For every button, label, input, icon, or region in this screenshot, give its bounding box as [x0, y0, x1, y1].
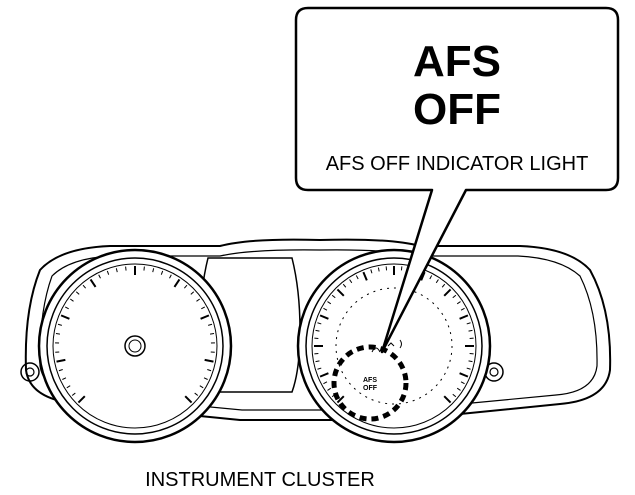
left-mount-boss: [20, 362, 40, 382]
right-gauge-tick: [342, 283, 347, 288]
right-gauge-tick: [460, 381, 465, 385]
right-gauge-tick: [435, 279, 439, 284]
left-gauge-tick: [106, 270, 110, 275]
right-gauge-tick: [468, 360, 473, 363]
right-gauge-tick: [460, 307, 465, 311]
left-gauge-tick: [62, 377, 67, 380]
cluster-housing: [24, 238, 612, 421]
right-gauge-tick: [429, 275, 433, 280]
left-gauge-tick: [60, 314, 70, 320]
right-gauge-tick: [327, 387, 332, 391]
left-gauge-tick: [75, 291, 80, 295]
right-gauge-tick: [456, 301, 461, 305]
right-gauge-tick: [456, 387, 461, 391]
left-gauge: [37, 248, 233, 444]
right-gauge-tick: [319, 314, 329, 320]
small-indicator-symbols: [371, 339, 402, 353]
right-gauge-tick: [468, 329, 473, 332]
left-gauge-tick: [194, 392, 199, 396]
callout-icon-line2: OFF: [413, 85, 501, 134]
right-gauge-tick: [441, 283, 446, 288]
right-gauge-tick: [317, 367, 322, 370]
left-gauge-tick: [58, 369, 63, 372]
left-gauge-tick: [169, 274, 172, 279]
right-gauge-tick: [331, 294, 336, 299]
right-gauge-tick: [355, 275, 359, 280]
left-gauge-tick: [207, 369, 212, 372]
left-gauge-tick: [204, 358, 214, 363]
inner-dotted-scale: [335, 287, 453, 405]
right-gauge-tick: [452, 393, 457, 398]
right-gauge-tick: [323, 307, 328, 311]
callout-bubble: [294, 6, 620, 354]
left-gauge-tick: [98, 274, 101, 279]
right-gauge: AFS OFF: [296, 248, 492, 444]
left-gauge-tick: [64, 306, 69, 310]
left-gauge-tick: [183, 284, 188, 289]
left-gauge-tick: [190, 291, 195, 295]
right-gauge-tick: [459, 372, 469, 378]
right-gauge-tick: [336, 395, 345, 404]
afs-off-indicator-line1: AFS: [363, 377, 377, 384]
left-gauge-tick: [66, 385, 71, 389]
left-gauge-tick: [184, 395, 193, 404]
right-gauge-tick: [315, 329, 320, 332]
right-gauge-tick: [315, 360, 320, 363]
left-gauge-tick: [57, 323, 62, 326]
left-gauge-tick: [55, 332, 61, 335]
right-gauge-tick: [317, 322, 322, 325]
right-gauge-tick: [349, 279, 353, 284]
right-gauge-tick: [319, 372, 329, 378]
left-gauge-tick: [152, 268, 155, 273]
callout-label: AFS OFF INDICATOR LIGHT: [326, 153, 589, 175]
left-gauge-tick: [201, 306, 206, 310]
left-gauge-tick: [71, 392, 76, 396]
left-gauge-tick: [160, 270, 164, 275]
left-gauge-tick: [69, 298, 74, 302]
left-gauge-tick: [115, 268, 118, 273]
left-gauge-tick: [199, 385, 204, 389]
afs-off-indicator-line2: OFF: [363, 385, 378, 392]
right-gauge-tick: [459, 314, 469, 320]
right-gauge-ticks: [314, 266, 474, 404]
left-gauge-tick: [208, 323, 213, 326]
left-gauge-hub: [124, 335, 146, 357]
right-gauge-tick: [452, 294, 457, 299]
left-gauge-tick: [209, 332, 215, 335]
right-gauge-tick: [336, 288, 345, 297]
callout-icon-line1: AFS: [413, 37, 501, 86]
right-gauge-tick: [466, 322, 471, 325]
left-gauge-tick: [200, 314, 210, 320]
left-gauge-tick: [203, 377, 208, 380]
right-gauge-tick: [466, 367, 471, 370]
right-gauge-tick: [443, 288, 452, 297]
left-gauge-tick: [196, 298, 201, 302]
left-gauge-tick: [77, 395, 86, 404]
right-gauge-tick: [443, 395, 452, 404]
left-gauge-tick: [56, 358, 66, 363]
right-gauge-tick: [370, 269, 373, 274]
right-gauge-tick: [323, 381, 328, 385]
afs-off-highlight-ring: [331, 344, 409, 422]
left-gauge-ticks: [55, 266, 215, 404]
left-gauge-tick: [89, 278, 97, 288]
left-gauge-tick: [82, 284, 87, 289]
diagram-caption: INSTRUMENT CLUSTER: [145, 469, 375, 491]
left-gauge-tick: [173, 278, 181, 288]
right-gauge-tick: [327, 301, 332, 305]
right-gauge-tick: [362, 271, 368, 281]
right-gauge-tick: [377, 267, 380, 272]
